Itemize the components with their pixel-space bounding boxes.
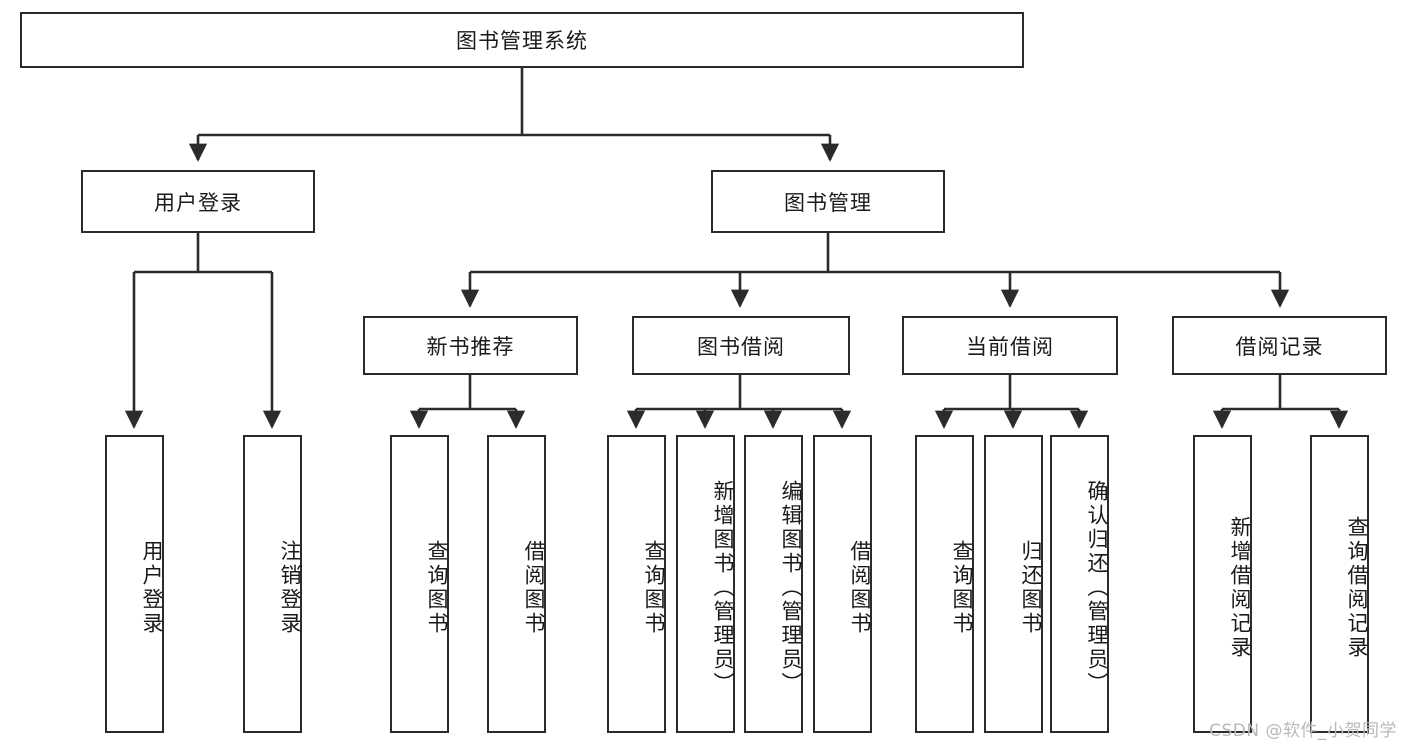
node-user-login[interactable]: 用户登录 xyxy=(81,170,315,233)
node-borrow-record[interactable]: 借阅记录 xyxy=(1172,316,1387,375)
node-leaf-add-book[interactable]: 新增图书（管理员） xyxy=(676,435,735,733)
node-leaf-return-book-label: 归还图书 xyxy=(1019,540,1043,636)
node-new-book-rec-label: 新书推荐 xyxy=(426,334,515,359)
node-leaf-return-book[interactable]: 归还图书 xyxy=(984,435,1043,733)
node-leaf-user-logout[interactable]: 注销登录 xyxy=(243,435,302,733)
node-root[interactable]: 图书管理系统 xyxy=(20,12,1024,68)
node-user-login-label: 用户登录 xyxy=(154,190,242,215)
node-book-manage[interactable]: 图书管理 xyxy=(711,170,945,233)
node-leaf-query-record-label: 查询借阅记录 xyxy=(1345,516,1369,660)
node-leaf-edit-book[interactable]: 编辑图书（管理员） xyxy=(744,435,803,733)
node-current-borrow[interactable]: 当前借阅 xyxy=(902,316,1118,375)
node-book-borrow-label: 图书借阅 xyxy=(697,334,785,359)
node-leaf-query-book-borrow-label: 查询图书 xyxy=(642,540,666,636)
node-leaf-add-record[interactable]: 新增借阅记录 xyxy=(1193,435,1252,733)
node-leaf-borrow-book-label: 借阅图书 xyxy=(848,540,872,636)
node-book-manage-label: 图书管理 xyxy=(784,190,872,215)
node-leaf-query-record[interactable]: 查询借阅记录 xyxy=(1310,435,1369,733)
node-leaf-user-logout-label: 注销登录 xyxy=(278,540,302,636)
node-leaf-query-book-cur-label: 查询图书 xyxy=(950,540,974,636)
node-leaf-borrow-book-rec-label: 借阅图书 xyxy=(522,540,546,636)
node-leaf-user-login[interactable]: 用户登录 xyxy=(105,435,164,733)
watermark-text: CSDN @软件_小贺同学 xyxy=(1209,721,1397,741)
node-leaf-add-book-label: 新增图书（管理员） xyxy=(711,480,735,696)
node-borrow-record-label: 借阅记录 xyxy=(1235,334,1324,359)
node-leaf-confirm-return[interactable]: 确认归还（管理员） xyxy=(1050,435,1109,733)
node-new-book-rec[interactable]: 新书推荐 xyxy=(363,316,578,375)
node-book-borrow[interactable]: 图书借阅 xyxy=(632,316,850,375)
node-leaf-query-book-rec-label: 查询图书 xyxy=(425,540,449,636)
node-leaf-edit-book-label: 编辑图书（管理员） xyxy=(779,480,803,696)
node-leaf-add-record-label: 新增借阅记录 xyxy=(1228,516,1252,660)
node-leaf-user-login-label: 用户登录 xyxy=(140,540,164,636)
node-leaf-borrow-book[interactable]: 借阅图书 xyxy=(813,435,872,733)
node-leaf-borrow-book-rec[interactable]: 借阅图书 xyxy=(487,435,546,733)
node-current-borrow-label: 当前借阅 xyxy=(966,334,1054,359)
node-root-label: 图书管理系统 xyxy=(456,29,588,53)
node-leaf-query-book-rec[interactable]: 查询图书 xyxy=(390,435,449,733)
node-leaf-confirm-return-label: 确认归还（管理员） xyxy=(1085,480,1109,696)
node-leaf-query-book-cur[interactable]: 查询图书 xyxy=(915,435,974,733)
node-leaf-query-book-borrow[interactable]: 查询图书 xyxy=(607,435,666,733)
